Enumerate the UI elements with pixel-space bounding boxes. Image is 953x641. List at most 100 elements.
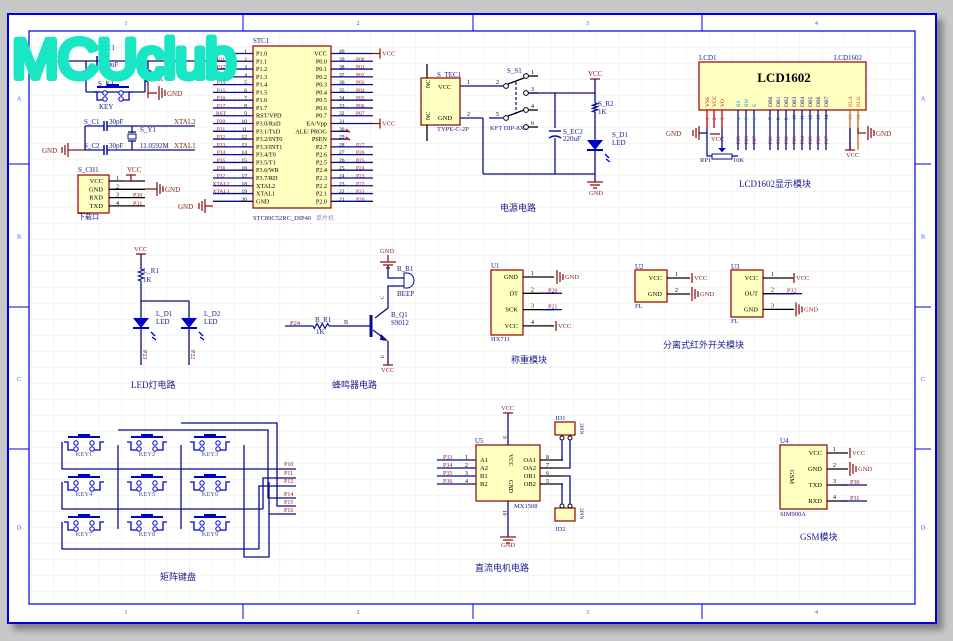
net-label: P16 (217, 96, 226, 102)
download-port-body[interactable] (77, 174, 110, 214)
gnd-symbol (500, 536, 516, 544)
pin-label: DB5 (808, 96, 814, 107)
wire (561, 440, 563, 461)
label: GND (165, 186, 180, 194)
pin-number: 35 (339, 88, 345, 94)
pin-label: GND (808, 466, 822, 473)
keypad-key[interactable] (190, 474, 230, 492)
net-label: P30 (133, 193, 142, 199)
led-arrow (198, 331, 204, 337)
pin-number: 30 (339, 127, 345, 133)
key-label: KEY9 (202, 531, 219, 538)
pin-label: VCC (809, 450, 822, 457)
label: 2PIN (578, 423, 584, 435)
zone-col-label: 1 (125, 610, 128, 616)
download-port-name: 下载口 (78, 212, 99, 221)
key-contact (199, 480, 205, 486)
label: VCC (694, 275, 707, 282)
key-cap (204, 474, 216, 477)
key-contact (215, 480, 221, 486)
net-label: P30 (217, 119, 226, 125)
net-label: P12 (217, 65, 226, 71)
lcd-body[interactable] (698, 61, 867, 111)
switch-contact (503, 115, 509, 121)
pin-number: 10 (242, 119, 248, 125)
component-part: MX1508 (514, 503, 537, 510)
section-title: 蜂鸣器电路 (332, 379, 377, 390)
mcu-stc89c52: STC1P1.01P10P1.12P11P1.23P12P1.34P13P1.4… (178, 37, 395, 222)
key-contact (199, 526, 205, 532)
pin-label: DB7 (824, 96, 830, 107)
net-label: P35 (443, 471, 452, 477)
label: VCC (588, 70, 603, 78)
pin-number: 17 (242, 173, 248, 179)
pin-label: VCC (505, 323, 518, 330)
gsm-body[interactable] (779, 444, 828, 510)
label: GND (666, 130, 681, 138)
led-arrow (151, 336, 157, 341)
pin-label: P2.4 (316, 167, 327, 174)
keypad-key[interactable] (64, 434, 104, 452)
lcd-name: LCD1602 (757, 70, 810, 85)
switch-contact (523, 124, 529, 130)
u3-body[interactable] (730, 269, 764, 318)
pin-number: 4 (833, 495, 836, 501)
keypad-key[interactable] (127, 434, 167, 452)
hx711-body[interactable] (490, 269, 524, 336)
net-label: P17 (217, 103, 226, 109)
key-contact (215, 446, 221, 452)
keypad-key[interactable] (127, 514, 167, 532)
keypad-key[interactable] (190, 434, 230, 452)
label: VCC (127, 166, 142, 174)
key-contact (152, 526, 158, 532)
mcu-body[interactable] (252, 45, 332, 209)
pin-label: RXD (89, 195, 103, 202)
pin-label: E (752, 103, 758, 107)
key-contact (89, 526, 95, 532)
wire (93, 481, 104, 491)
key-contact (73, 480, 79, 486)
pin-label: P1.7 (256, 105, 267, 112)
jd2-connector[interactable] (554, 507, 576, 522)
pin-number: 25 (339, 166, 345, 172)
zone-row-label: D (17, 526, 22, 532)
net-label: P07 (356, 111, 365, 117)
component-ref: STC1 (253, 37, 270, 45)
pin-number: 32 (339, 111, 345, 117)
pin-number: 9 (501, 436, 507, 439)
pin-number: 16 (857, 115, 862, 121)
pin-number: 2 (244, 57, 247, 63)
mx1508-body[interactable] (475, 444, 541, 502)
wire (563, 440, 571, 469)
pin-label: VSS (705, 97, 711, 107)
pin-number: 4 (244, 72, 247, 78)
keypad-key[interactable] (190, 514, 230, 532)
key-cap (107, 84, 119, 87)
jd1-connector[interactable] (554, 421, 576, 436)
label: 2 (467, 112, 470, 118)
section-title: 直流电机电路 (475, 562, 529, 573)
net-label: P01 (356, 65, 365, 71)
key-contact (199, 486, 205, 492)
pin-number: 38 (339, 65, 345, 71)
label: 30pF (109, 142, 124, 150)
pin-number: 40 (339, 49, 345, 55)
pin-number: 12 (242, 135, 248, 141)
pin-number: 10 (501, 510, 507, 516)
key-contact (89, 446, 95, 452)
pin-label: OA1 (523, 457, 536, 464)
pin-number: 5 (546, 479, 549, 485)
keypad-key[interactable] (64, 514, 104, 532)
zone-row-label: B (921, 235, 925, 241)
net-label: P16 (284, 508, 293, 514)
net-label-gnd: GND (167, 90, 182, 98)
keypad-key[interactable] (127, 474, 167, 492)
usb-typec-body[interactable] (420, 77, 461, 126)
led-arrow (605, 158, 611, 163)
keypad-key[interactable] (64, 474, 104, 492)
u2-body[interactable] (634, 269, 668, 303)
label: 220uF (563, 135, 581, 143)
component-ref: U2 (635, 263, 644, 271)
key-contact (152, 486, 158, 492)
